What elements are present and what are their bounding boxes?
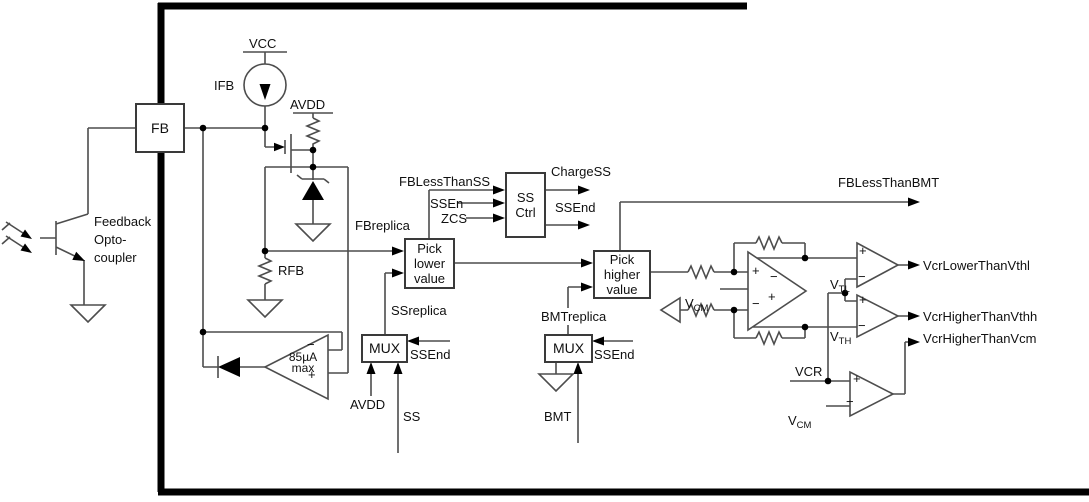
zcs-label: ZCS — [441, 211, 467, 226]
mosfet-gate-arrow — [274, 142, 285, 152]
vcm-comp3-label: VCM — [788, 395, 811, 431]
junction-dots — [199, 124, 849, 385]
zener-diode — [296, 167, 330, 224]
rfb-label: RFB — [278, 263, 304, 278]
photon-arrowhead-2 — [20, 243, 32, 253]
bmtreplica-label: BMTreplica — [541, 308, 607, 325]
avdd-top-label: AVDD — [290, 97, 326, 112]
fully-differential-amplifier — [747, 250, 808, 332]
vcm-sub: CM — [796, 420, 812, 431]
photon-arrowhead-1 — [20, 229, 32, 239]
opamp-minus-out: − — [770, 269, 778, 284]
fb-net-wires — [185, 127, 349, 374]
fbreplica-label: FBreplica — [355, 218, 410, 233]
vcr-label: VCR — [795, 364, 823, 379]
emitter-arrow — [72, 251, 85, 261]
vth-label: VTH — [830, 311, 851, 347]
ss-ctrl-block: SS Ctrl — [505, 172, 546, 238]
clamp-amplifier — [263, 333, 329, 401]
mux-wires — [370, 340, 633, 453]
clamp-current-label: 85µA max — [288, 350, 318, 375]
fblessthanbmt-label: FBLessThanBMT — [838, 175, 940, 190]
vcrlowerthanvthl-label: VcrLowerThanVthl — [923, 258, 1030, 273]
avdd-bottom-label: AVDD — [350, 397, 386, 412]
ss-ctrl-wires — [428, 189, 578, 238]
vcm-opamp-label: VCM — [685, 278, 708, 314]
ground-mux-bmt — [537, 373, 575, 393]
vcc-rail — [243, 51, 287, 128]
ssreplica-label: SSreplica — [391, 303, 447, 318]
vtl-base: V — [830, 277, 839, 292]
comp2-minus: − — [858, 318, 866, 333]
vcm-base: V — [685, 296, 694, 311]
comp3-minus: − — [846, 394, 854, 409]
ground-zener — [294, 223, 332, 243]
vcm-base: V — [788, 413, 797, 428]
optocoupler-transistor — [40, 127, 135, 305]
vth-sub: TH — [838, 336, 852, 347]
clamp-amp-minus: − — [307, 337, 315, 352]
ssend-mux-bmt-label: SSEnd — [594, 347, 635, 362]
comparator-wires — [790, 264, 908, 407]
vcm-input-connector — [659, 296, 681, 324]
ssend-ctrl-label: SSEnd — [555, 200, 596, 215]
avdd-resistor — [293, 112, 333, 167]
comparator-vcm — [849, 370, 895, 418]
ic-boundary — [157, 2, 1089, 496]
vth-base: V — [830, 329, 839, 344]
clamp-amp-plus: + — [308, 367, 316, 382]
vtl-sub: TL — [838, 284, 850, 295]
vcc-label: VCC — [249, 36, 277, 51]
optocoupler-label: Feedback Opto- coupler — [94, 214, 152, 265]
arrowheads — [366, 185, 920, 374]
mux-bmt-block: MUX — [544, 334, 593, 363]
ifb-label: IFB — [214, 78, 235, 93]
chargess-label: ChargeSS — [551, 164, 611, 179]
photon-arrows — [1, 221, 27, 250]
fb-pin-block: FB — [135, 103, 185, 153]
comparator-vthh — [856, 293, 900, 339]
opamp-minus-in: − — [752, 296, 760, 311]
opamp-plus-in: + — [752, 263, 760, 278]
comp1-minus: − — [858, 269, 866, 284]
mux-ss-block: MUX — [361, 334, 408, 363]
mosfet — [265, 134, 348, 173]
current-source-arrow — [259, 84, 271, 100]
rfb-resistor — [256, 167, 274, 300]
vtl-label: VTL — [830, 259, 850, 295]
zener-triangle — [302, 181, 324, 200]
comp2-plus: + — [859, 292, 867, 307]
opamp-plus-out: + — [768, 289, 776, 304]
ssen-label: SSEn — [430, 196, 464, 211]
vcm-sub: CM — [693, 303, 709, 314]
ground-optocoupler — [69, 304, 107, 324]
ssend-mux-ss-label: SSEnd — [410, 347, 451, 362]
ss-label: SS — [403, 409, 421, 424]
bmt-label: BMT — [544, 409, 572, 424]
vcrhigherthanvthh-label: VcrHigherThanVthh — [923, 309, 1038, 324]
pick-higher-value-block: Pick higher value — [593, 250, 651, 299]
clamp-diode-triangle — [218, 357, 240, 377]
comp1-plus: + — [859, 243, 867, 258]
fblessthanss-label: FBLessThanSS — [399, 174, 491, 189]
ground-rfb — [246, 299, 284, 319]
comparator-vthl — [856, 241, 900, 289]
filled-symbols — [20, 84, 324, 377]
vcrhigherthanvcm-label: VcrHigherThanVcm — [923, 331, 1037, 346]
comp3-plus: + — [853, 371, 861, 386]
pick-lower-value-block: Pick lower value — [404, 238, 455, 289]
